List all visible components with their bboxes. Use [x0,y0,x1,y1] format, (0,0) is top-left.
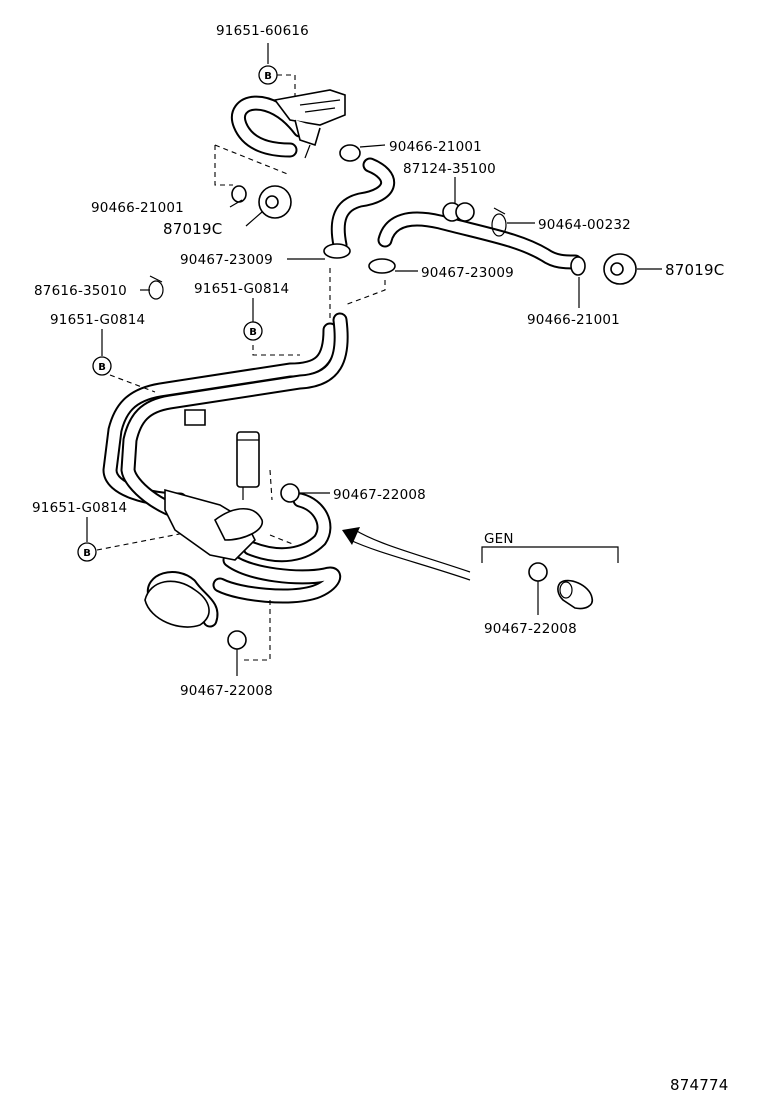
svg-text:B: B [249,327,257,338]
part-label: 91651-G0814 [50,312,145,328]
part-label: 90466-21001 [389,139,482,155]
gen-inset [342,527,619,610]
water-junction [144,409,263,628]
part-label: 90467-22008 [484,621,577,637]
gen-label: GEN [484,531,514,547]
part-label: 90467-23009 [180,252,273,268]
figure-number: 874774 [670,1076,728,1094]
part-label: 90467-23009 [421,265,514,281]
part-label: 91651-G0814 [194,281,289,297]
grommets [258,185,637,285]
b-marker-2: B [243,321,263,341]
b-marker-4: B [77,542,97,562]
svg-text:B: B [98,362,106,373]
leader-lines [86,43,662,676]
part-label: 91651-G0814 [32,500,127,516]
svg-text:B: B [83,548,91,559]
part-label: 90466-21001 [527,312,620,328]
b-marker-3: B [92,356,112,376]
part-label: 90464-00232 [538,217,631,233]
part-label: 87124-35100 [403,161,496,177]
svg-text:B: B [264,71,272,82]
part-label: 90467-22008 [333,487,426,503]
part-label: 87019C [163,220,222,238]
part-label: 90466-21001 [91,200,184,216]
part-label: 87019C [665,261,724,279]
heater-hose-lines [102,95,583,628]
part-label: 87616-35010 [34,283,127,299]
b-marker-1: B [258,65,278,85]
bypass-pipe [236,431,260,500]
part-labels: 91651-60616 90466-21001 87124-35100 9046… [32,23,724,699]
hose-clamps [227,144,586,650]
water-valve [273,89,346,159]
wire-clips [148,207,507,300]
part-label: 91651-60616 [216,23,309,39]
part-label: 90467-22008 [180,683,273,699]
